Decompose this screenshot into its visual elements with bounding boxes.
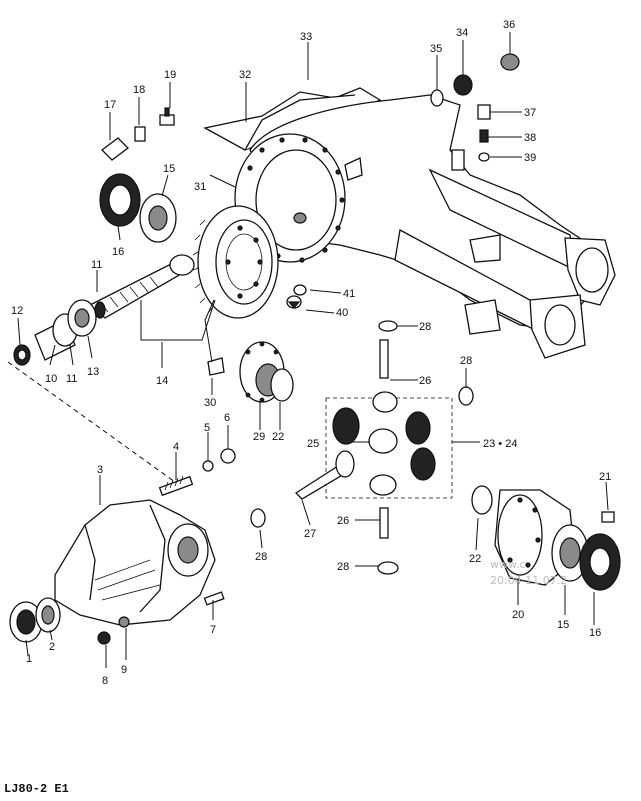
part-label-28-top: 28 bbox=[419, 321, 431, 333]
carrier-housing bbox=[54, 499, 216, 626]
upper-bearing-pair bbox=[99, 173, 177, 243]
part-label-16-upper: 16 bbox=[112, 246, 124, 258]
companion-flange bbox=[9, 597, 61, 643]
part-label-25: 25 bbox=[307, 438, 319, 450]
part-label-40: 40 bbox=[336, 307, 348, 319]
differential-case-left bbox=[207, 341, 294, 403]
part-label-6: 6 bbox=[224, 412, 230, 424]
part-label-1: 1 bbox=[26, 653, 32, 665]
part-label-26-upper: 26 bbox=[419, 375, 431, 387]
pinion-bearing-set bbox=[13, 299, 106, 366]
part-label-41: 41 bbox=[343, 288, 355, 300]
part-label-7: 7 bbox=[210, 624, 216, 636]
part-label-15-lower: 15 bbox=[557, 619, 569, 631]
part-label-3: 3 bbox=[97, 464, 103, 476]
part-label-28-right: 28 bbox=[460, 355, 472, 367]
part-label-31: 31 bbox=[194, 181, 206, 193]
part-label-34: 34 bbox=[456, 27, 468, 39]
part-label-23-24: 23 • 24 bbox=[483, 438, 517, 450]
axle-housing bbox=[203, 87, 616, 359]
part-label-26-lower: 26 bbox=[337, 515, 349, 527]
differential-gear-set bbox=[250, 320, 474, 575]
part-label-30: 30 bbox=[204, 397, 216, 409]
differential-case-right bbox=[471, 485, 621, 591]
part-label-39: 39 bbox=[524, 152, 536, 164]
part-label-33: 33 bbox=[300, 31, 312, 43]
part-label-36: 36 bbox=[503, 19, 515, 31]
part-label-28-left: 28 bbox=[255, 551, 267, 563]
part-label-15-upper: 15 bbox=[163, 163, 175, 175]
part-label-11-lower: 11 bbox=[66, 373, 77, 385]
part-label-29: 29 bbox=[253, 431, 265, 443]
ring-gear bbox=[192, 205, 279, 319]
part-label-9: 9 bbox=[121, 664, 127, 676]
drive-pinion-gear bbox=[88, 254, 195, 319]
part-label-20: 20 bbox=[512, 609, 524, 621]
watermark-text: www.c bbox=[490, 558, 526, 571]
part-label-8: 8 bbox=[102, 675, 108, 687]
part-label-19: 19 bbox=[164, 69, 176, 81]
part-label-17: 17 bbox=[104, 99, 116, 111]
diagram-code: LJ80-2 E1 bbox=[4, 782, 69, 796]
part-label-35: 35 bbox=[430, 43, 442, 55]
part-label-13: 13 bbox=[87, 366, 99, 378]
part-label-37: 37 bbox=[524, 107, 536, 119]
part-label-14: 14 bbox=[156, 375, 168, 387]
part-label-21: 21 bbox=[599, 471, 611, 483]
part-label-11-upper: 11 bbox=[91, 259, 102, 271]
part-label-22-right: 22 bbox=[469, 553, 481, 565]
leader-lines bbox=[7, 32, 609, 668]
part-label-5: 5 bbox=[204, 422, 210, 434]
part-label-38: 38 bbox=[524, 132, 536, 144]
part-label-27: 27 bbox=[304, 528, 316, 540]
part-label-28-bottom: 28 bbox=[337, 561, 349, 573]
part-label-10: 10 bbox=[45, 373, 57, 385]
part-label-32: 32 bbox=[239, 69, 251, 81]
part-label-4: 4 bbox=[173, 441, 179, 453]
part-number-labels: 1 2 3 4 5 6 7 8 9 10 11 11 12 13 14 15 1… bbox=[11, 19, 611, 687]
part-label-2: 2 bbox=[49, 641, 55, 653]
part-label-16-lower: 16 bbox=[589, 627, 601, 639]
watermark-timestamp: 20:04 11.07.2 bbox=[490, 574, 567, 587]
lock-plate-bolts bbox=[101, 107, 175, 161]
part-label-18: 18 bbox=[133, 84, 145, 96]
part-label-12: 12 bbox=[11, 305, 23, 317]
breather-parts bbox=[430, 53, 520, 162]
part-label-22-left: 22 bbox=[272, 431, 284, 443]
bolt-and-washer-40-41 bbox=[286, 284, 307, 309]
studs-and-nuts bbox=[97, 448, 236, 645]
